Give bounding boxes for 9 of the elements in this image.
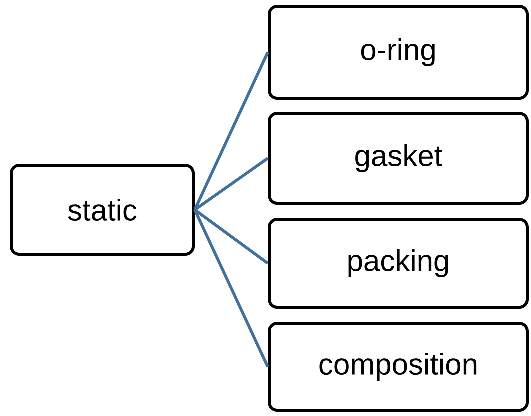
- connector-line: [194, 157, 269, 212]
- text-box: o-ring: [268, 5, 529, 100]
- text-box: composition: [268, 322, 529, 412]
- text-box: packing: [268, 218, 529, 309]
- text-box: gasket: [268, 112, 529, 205]
- text-box: static: [10, 164, 195, 256]
- connector-line: [194, 208, 269, 265]
- connector-line: [194, 209, 270, 368]
- connector-line: [194, 52, 270, 211]
